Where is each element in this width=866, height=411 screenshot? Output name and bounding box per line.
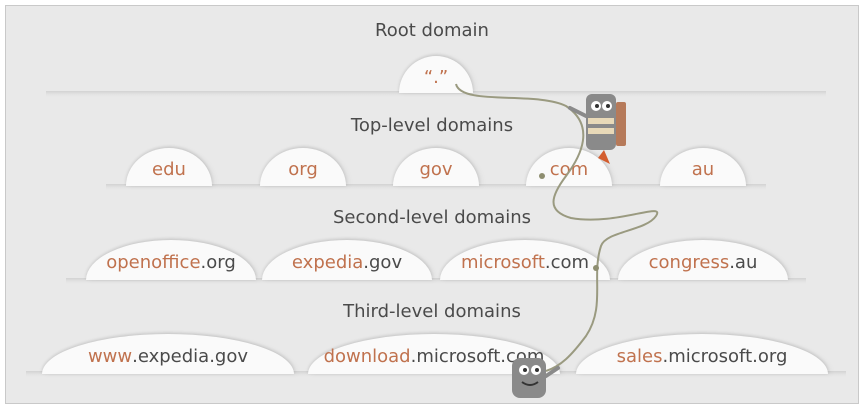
domain-label-rest: .microsoft.com <box>410 345 545 367</box>
domain-label-rest: .expedia.gov <box>132 345 249 367</box>
level-title-second: Second-level domains <box>332 207 532 228</box>
domain-label-highlight: org <box>288 158 318 180</box>
domain-label-rest: .org <box>200 251 236 273</box>
domain-label-highlight: microsoft <box>460 251 545 273</box>
domain-label-highlight: sales <box>616 345 663 367</box>
domain-label-highlight: www <box>87 345 133 367</box>
domain-label-highlight: “.” <box>423 67 449 88</box>
domain-label-rest: .microsoft.org <box>662 345 788 367</box>
shelf-second <box>66 278 806 284</box>
domain-label-highlight: au <box>691 158 715 180</box>
rope-path <box>455 83 659 398</box>
rope-line <box>455 83 659 372</box>
domain-label-rest: .gov <box>363 251 403 273</box>
domain-label-highlight: edu <box>152 158 186 180</box>
shelf-tld <box>106 184 766 190</box>
domain-label-highlight: gov <box>419 158 453 180</box>
domain-label-highlight: com <box>549 158 589 180</box>
domain-label-highlight: congress <box>648 251 730 273</box>
robot-climber-icon <box>568 94 626 164</box>
level-title-third: Third-level domains <box>343 301 521 322</box>
domain-label-highlight: openoffice <box>106 251 201 273</box>
robot-climber-icon <box>512 358 560 398</box>
level-title-root: Root domain <box>375 20 489 41</box>
dns-hierarchy-diagram: Root domain Top-level domains Second-lev… <box>5 5 859 404</box>
domain-label-rest: .au <box>729 251 758 273</box>
rope-knot <box>539 173 545 179</box>
rope-knot <box>593 265 599 271</box>
shelf-root <box>46 91 826 97</box>
shelf-third <box>26 371 846 377</box>
domain-label-highlight: expedia <box>291 251 364 273</box>
level-title-tld: Top-level domains <box>350 115 514 136</box>
domain-label-highlight: download <box>323 345 411 367</box>
domain-label-rest: .com <box>544 251 590 273</box>
